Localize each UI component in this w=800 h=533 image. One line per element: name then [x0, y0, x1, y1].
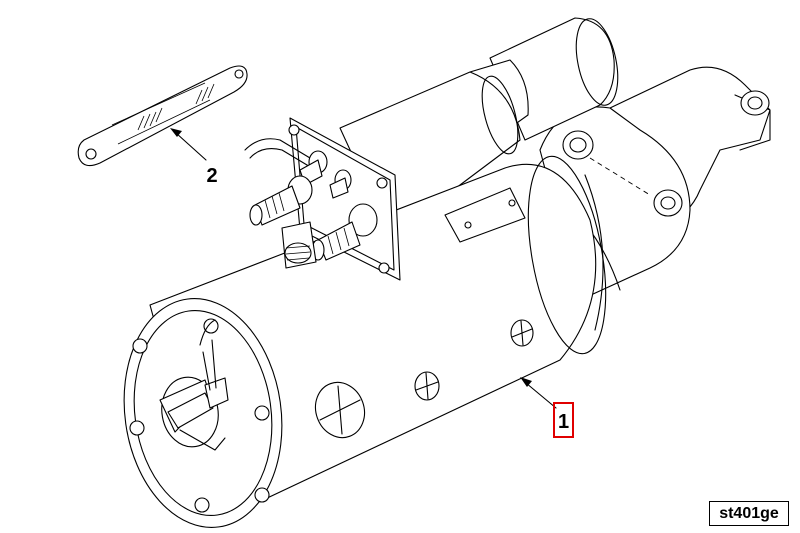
- terminal-stud: [311, 203, 378, 261]
- callout-1: 1: [558, 411, 569, 433]
- terminal-stud: [249, 175, 313, 226]
- terminal-stud: [329, 169, 352, 199]
- small-screw: [510, 319, 534, 347]
- callout-2: 2: [206, 165, 217, 187]
- end-cap: [123, 298, 283, 528]
- callout-leader-1: [520, 377, 557, 409]
- small-screw: [414, 371, 440, 401]
- cable-lug: [281, 221, 317, 269]
- cross-slot-screw: [314, 381, 366, 439]
- terminal-plate: [244, 117, 401, 281]
- ground-strap: [77, 65, 248, 167]
- callout-leader-2: [170, 128, 207, 161]
- callout-1-highlight-box: [553, 402, 574, 438]
- figure-code-label: st401ge: [709, 501, 789, 526]
